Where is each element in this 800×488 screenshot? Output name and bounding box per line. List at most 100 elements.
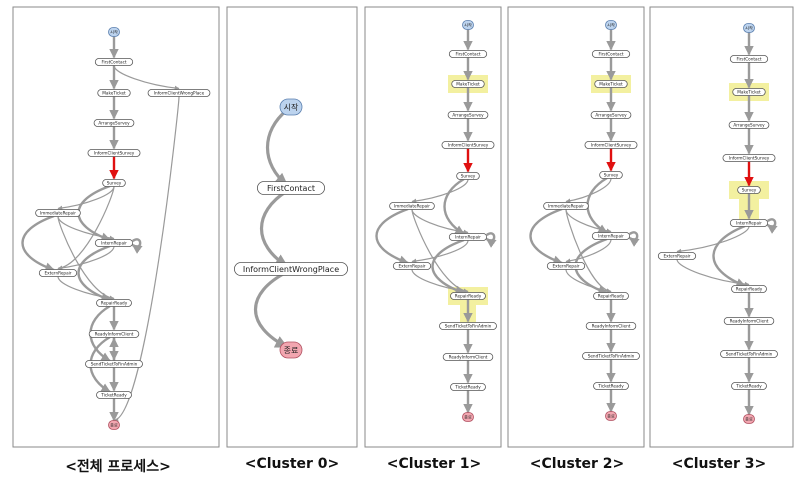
node-ics: InformClientSurvey (87, 149, 141, 157)
node-label: InformClientSurvey (729, 156, 770, 161)
node-ric: ReadyInformClient (723, 317, 775, 325)
edge-er-to-rr (411, 269, 469, 294)
node-tr: TicketReady (731, 382, 767, 390)
node-icwp: InformClientWrongPlace (147, 89, 211, 97)
node-label: RepairReady (736, 287, 763, 292)
node-label: SendTicketToFinAdmin (445, 324, 492, 329)
node-label: FirstContact (101, 60, 126, 65)
edge-icwp-to-e (113, 96, 180, 423)
edge-inr-to-er (676, 226, 750, 254)
caption-cluster-1: <Cluster 1> (386, 456, 482, 472)
node-label: ReadyInformClient (592, 324, 631, 329)
node-label: 시작 (607, 22, 615, 29)
node-label: FirstContact (455, 52, 480, 57)
node-label: ExternRepair (44, 271, 71, 276)
node-label: 종료 (745, 417, 753, 422)
node-ric: ReadyInformClient (88, 330, 140, 338)
node-label: 종료 (607, 414, 615, 419)
node-label: 시작 (464, 22, 472, 29)
node-e: 종료 (462, 412, 474, 422)
node-stta: SendTicketToFinAdmin (439, 322, 497, 330)
node-er: ExternRepair (392, 262, 432, 270)
panel-frame (364, 6, 502, 448)
node-label: 종료 (110, 423, 118, 428)
node-inr: InternRepair (94, 239, 134, 247)
node-label: ImmediateRepair (394, 204, 430, 209)
edge-inr-to-er (565, 239, 612, 264)
node-label: InternRepair (455, 235, 481, 240)
node-icwp: InformClientWrongPlace (233, 262, 348, 276)
node-ric: ReadyInformClient (442, 353, 494, 361)
node-label: FirstContact (598, 52, 623, 57)
node-label: ImmediateRepair (40, 211, 76, 216)
node-label: FirstContact (267, 184, 315, 193)
node-label: SendTicketToFinAdmin (588, 354, 635, 359)
node-fc: FirstContact (256, 181, 325, 195)
node-stta: SendTicketToFinAdmin (720, 350, 778, 358)
node-label: MakeTicket (599, 82, 623, 87)
node-er: ExternRepair (38, 269, 78, 277)
node-mt: MakeTicket (732, 88, 766, 96)
node-ir: ImmediateRepair (389, 202, 435, 210)
node-ics: InformClientSurvey (441, 141, 495, 149)
node-label: ReadyInformClient (449, 355, 488, 360)
node-label: Survey (107, 181, 122, 186)
node-er: ExternRepair (657, 252, 697, 260)
edge-er-to-rr (676, 259, 750, 287)
node-label: RepairReady (455, 294, 482, 299)
edge-inr-to-rr (712, 224, 746, 288)
node-label: 종료 (464, 415, 472, 420)
edge-ir-to-er (375, 207, 409, 265)
node-label: InformClientSurvey (94, 151, 135, 156)
edge-inr-to-inr (131, 238, 143, 254)
panel-frame (226, 6, 358, 448)
node-as: ArrangeSurvey (728, 121, 770, 129)
panel-3: 시작FirstContactMakeTicketArrangeSurveyInf… (507, 6, 645, 448)
node-tr: TicketReady (96, 391, 132, 399)
node-e: 종료 (605, 411, 617, 421)
node-as: ArrangeSurvey (590, 111, 632, 119)
node-label: 시작 (284, 102, 299, 112)
node-rr: RepairReady (593, 292, 629, 300)
node-label: MakeTicket (102, 91, 126, 96)
node-label: ExternRepair (398, 264, 425, 269)
edge-inr-to-inr (628, 231, 640, 247)
edge-s-to-fc (265, 108, 289, 187)
node-label: MakeTicket (456, 82, 480, 87)
node-er: ExternRepair (546, 262, 586, 270)
node-label: Survey (604, 173, 619, 178)
node-label: ReadyInformClient (95, 332, 134, 337)
node-label: 시작 (745, 25, 753, 32)
node-sv: Survey (102, 179, 126, 187)
node-label: ImmediateRepair (548, 204, 584, 209)
node-label: ExternRepair (552, 264, 579, 269)
node-label: SendTicketToFinAdmin (91, 362, 138, 367)
node-tr: TicketReady (593, 382, 629, 390)
node-label: FirstContact (736, 57, 761, 62)
node-label: ExternRepair (663, 254, 690, 259)
node-fc: FirstContact (94, 58, 134, 66)
node-label: ArrangeSurvey (733, 123, 765, 128)
node-label: RepairReady (101, 301, 128, 306)
node-rr: RepairReady (731, 285, 767, 293)
panel-0: 시작FirstContactInformClientWrongPlaceMake… (12, 6, 220, 448)
node-e: 종료 (108, 420, 120, 430)
node-as: ArrangeSurvey (447, 111, 489, 119)
panel-frame (507, 6, 645, 448)
node-fc: FirstContact (448, 50, 488, 58)
node-s: 시작 (605, 20, 617, 30)
panel-2: 시작 FirstContactMakeTicketArrangeSurveyInf… (364, 6, 502, 448)
edge-ir-to-rr (565, 209, 612, 294)
edge-ir-to-er (21, 214, 55, 272)
node-e: 종료 (743, 414, 755, 424)
caption-all: <전체 프로세스> (65, 459, 171, 475)
edge-inr-to-inr (485, 232, 497, 248)
edge-fc-to-icwp (113, 65, 180, 91)
node-label: TicketReady (100, 393, 127, 398)
panel-4: 시작 FirstContactMakeTicketArrangeSurveyInf… (649, 6, 794, 448)
node-label: TicketReady (597, 384, 624, 389)
edge-inr-to-rr (77, 244, 111, 302)
edge-sv-to-ir (565, 178, 612, 204)
